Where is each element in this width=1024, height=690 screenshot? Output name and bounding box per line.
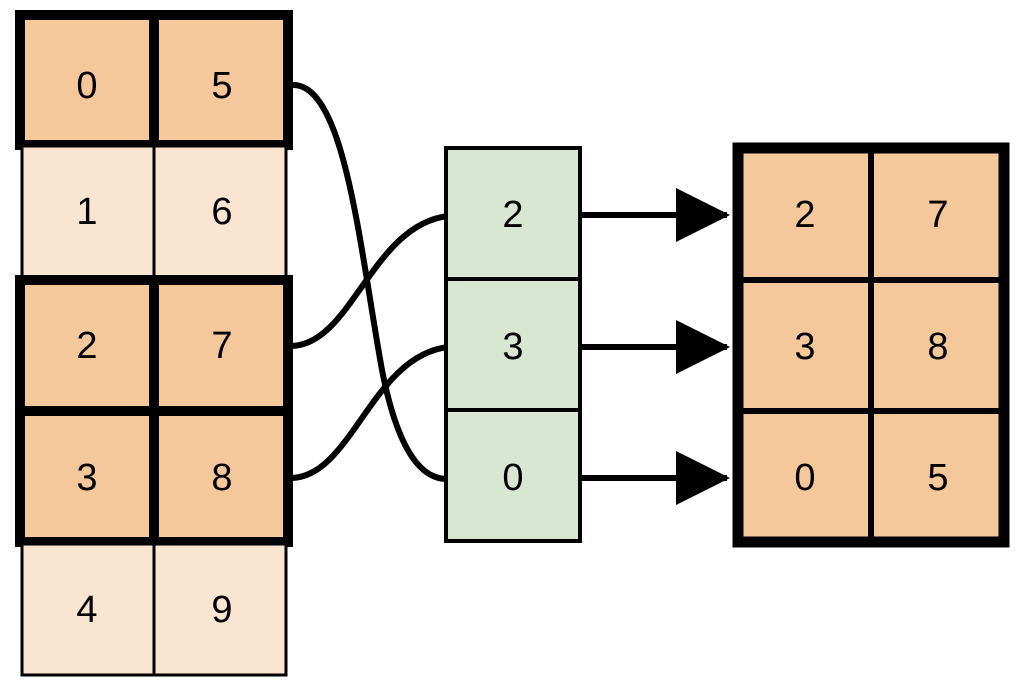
result-cell-1-1: 8 bbox=[927, 326, 948, 368]
index-cell-1-value: 3 bbox=[502, 326, 523, 368]
arrow-group bbox=[580, 188, 730, 505]
connector-group bbox=[289, 81, 451, 482]
result-row-0[interactable]: 2 7 bbox=[794, 194, 948, 236]
index-cell-1-outline bbox=[444, 277, 582, 412]
source-cell-3-0: 3 bbox=[76, 457, 97, 499]
source-array: 0 5 1 6 2 7 3 8 bbox=[15, 10, 293, 677]
source-cell-4-1: 9 bbox=[211, 589, 232, 631]
result-cell-2-1: 5 bbox=[927, 457, 948, 499]
index-cell-0[interactable]: 2 bbox=[444, 146, 582, 281]
source-cell-2-0: 2 bbox=[76, 325, 97, 367]
source-row-4[interactable]: 4 9 bbox=[20, 542, 288, 677]
source-cell-1-0: 1 bbox=[76, 191, 97, 233]
connector-row-2-to-index-cell-0 bbox=[289, 213, 451, 349]
result-array: 2 7 3 8 0 5 bbox=[732, 142, 1010, 548]
source-cell-3-1: 8 bbox=[211, 457, 232, 499]
source-cell-0-1: 5 bbox=[211, 65, 232, 107]
index-cell-2-outline bbox=[444, 408, 582, 543]
index-cell-0-value: 2 bbox=[502, 194, 523, 236]
result-cell-2-0: 0 bbox=[794, 457, 815, 499]
result-row-1[interactable]: 3 8 bbox=[794, 326, 948, 368]
result-cell-0-0: 2 bbox=[794, 194, 815, 236]
source-row-3[interactable]: 3 8 bbox=[15, 406, 293, 547]
source-row-0[interactable]: 0 5 bbox=[15, 10, 293, 150]
source-row-1[interactable]: 1 6 bbox=[20, 144, 288, 279]
source-cell-2-1: 7 bbox=[211, 325, 232, 367]
connector-row-3-to-index-cell-1 bbox=[289, 344, 451, 481]
result-row-2[interactable]: 0 5 bbox=[794, 457, 948, 499]
source-cell-0-0: 0 bbox=[76, 65, 97, 107]
index-cell-2[interactable]: 0 bbox=[444, 408, 582, 543]
index-cell-0-outline bbox=[444, 146, 582, 281]
result-cell-0-1: 7 bbox=[927, 194, 948, 236]
index-cell-2-value: 0 bbox=[502, 457, 523, 499]
index-cell-1[interactable]: 3 bbox=[444, 277, 582, 412]
connector-row-0-to-index-cell-2 bbox=[289, 81, 451, 482]
result-cell-1-0: 3 bbox=[794, 326, 815, 368]
source-cell-1-1: 6 bbox=[211, 191, 232, 233]
source-cell-4-0: 4 bbox=[76, 589, 97, 631]
index-array: 2 3 0 bbox=[444, 146, 582, 543]
source-row-2[interactable]: 2 7 bbox=[15, 275, 293, 416]
